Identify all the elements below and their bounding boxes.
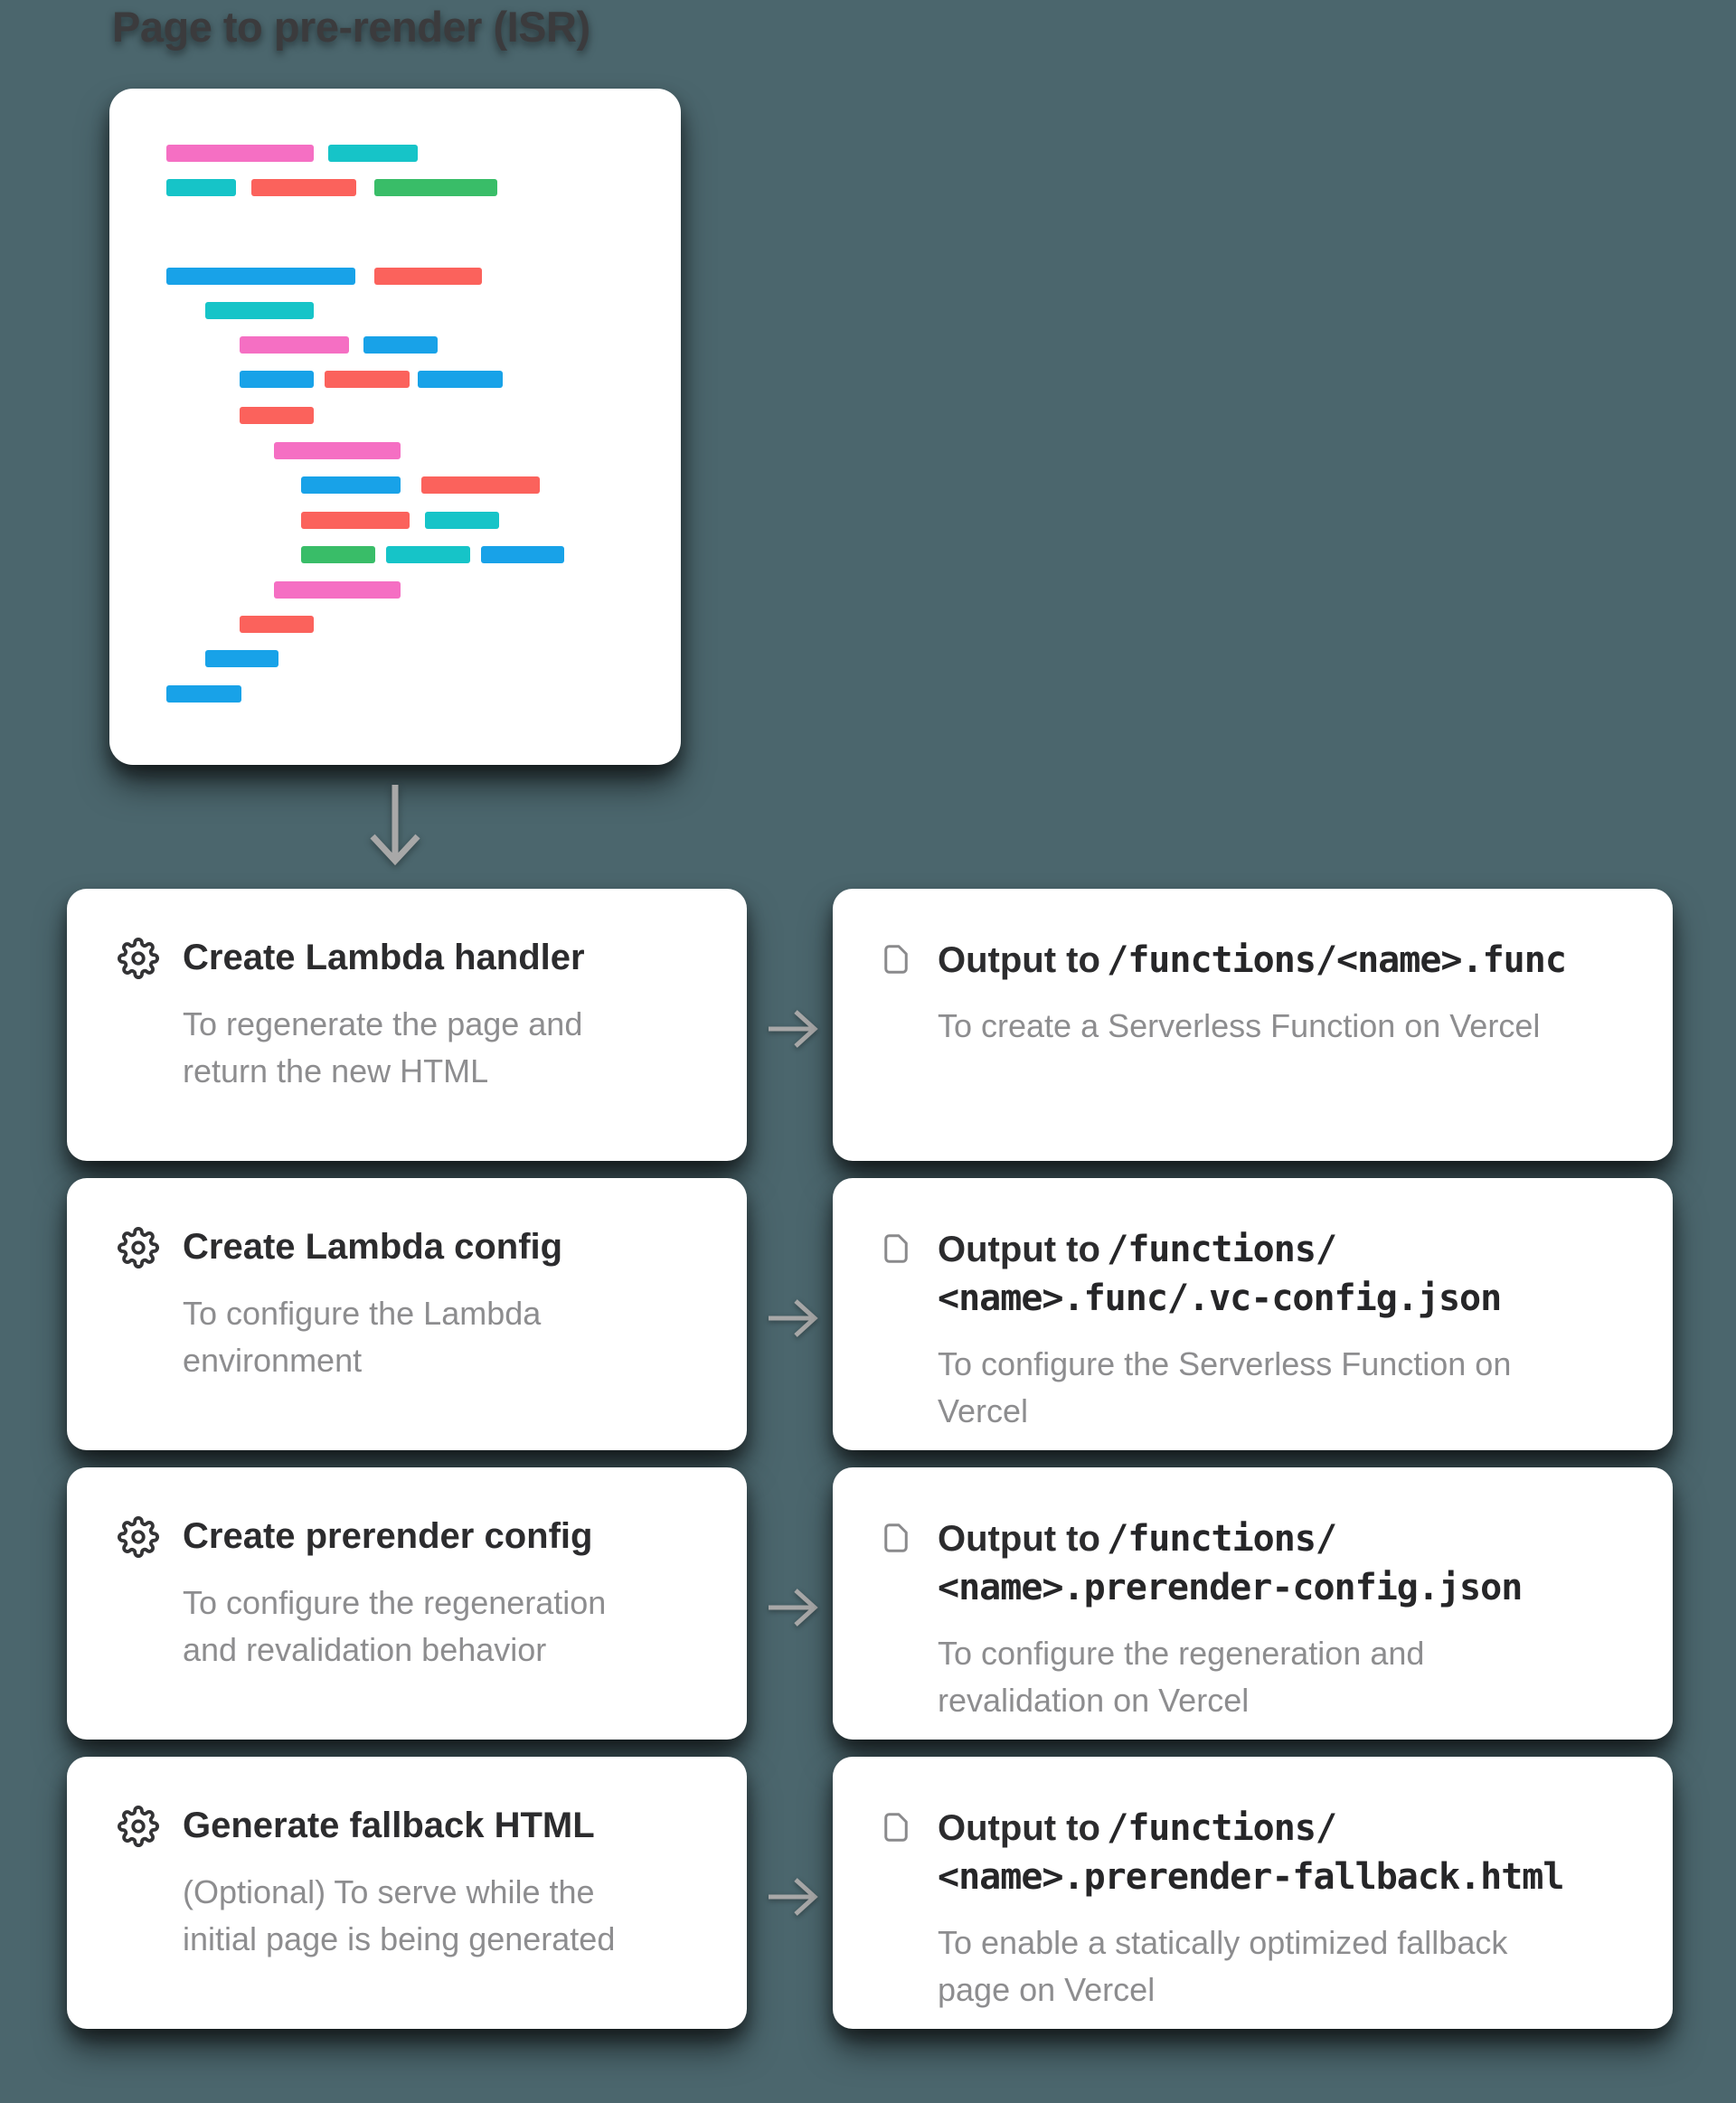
- step-description: To regenerate the page and return the ne…: [183, 1001, 585, 1095]
- code-bar: [166, 179, 236, 196]
- step-description-line: initial page is being generated: [183, 1920, 616, 1957]
- code-bar: [251, 179, 356, 196]
- code-bar: [301, 476, 401, 494]
- step-description-line: To regenerate the page and: [183, 1005, 583, 1042]
- output-card-vc-config: Output to/functions/ <name>.func/.vc-conf…: [833, 1178, 1673, 1450]
- file-icon: [880, 943, 912, 976]
- output-title: Output to/functions/<name>.func: [938, 936, 1567, 985]
- step-card-create-prerender-config: Create prerender config To configure the…: [67, 1467, 747, 1740]
- output-title: Output to/functions/ <name>.func/.vc-conf…: [938, 1225, 1511, 1323]
- step-description-line: and revalidation behavior: [183, 1631, 547, 1668]
- output-description: To configure the Serverless Function on …: [938, 1341, 1511, 1435]
- output-path: /functions/: [1107, 1229, 1337, 1270]
- output-path: <name>.prerender-fallback.html: [938, 1856, 1564, 1898]
- code-bar: [240, 407, 314, 424]
- code-bar: [325, 371, 410, 388]
- file-icon: [880, 1232, 912, 1265]
- step-description: To configure the Lambda environment: [183, 1290, 562, 1384]
- code-lines: [109, 89, 681, 765]
- code-card: [109, 89, 681, 765]
- step-card-generate-fallback-html: Generate fallback HTML (Optional) To ser…: [67, 1757, 747, 2029]
- output-description-line: To configure the regeneration and: [938, 1635, 1425, 1672]
- step-card-create-lambda-config: Create Lambda config To configure the La…: [67, 1178, 747, 1450]
- output-description-line: revalidation on Vercel: [938, 1682, 1250, 1719]
- output-description: To configure the regeneration and revali…: [938, 1630, 1522, 1724]
- code-bar: [301, 512, 410, 529]
- code-bar: [240, 371, 314, 388]
- output-card-prerender-fallback: Output to/functions/ <name>.prerender-fal…: [833, 1757, 1673, 2029]
- output-description-line: To enable a statically optimized fallbac…: [938, 1924, 1508, 1961]
- right-arrow-icon: [767, 1298, 823, 1338]
- step-description: To configure the regeneration and revali…: [183, 1580, 606, 1674]
- output-path: /functions/: [1107, 1518, 1337, 1560]
- output-description-line: To configure the Serverless Function on: [938, 1345, 1512, 1382]
- gear-icon: [118, 938, 159, 979]
- output-title: Output to/functions/ <name>.prerender-con…: [938, 1514, 1523, 1612]
- gear-icon: [118, 1227, 159, 1268]
- down-arrow-icon: [365, 781, 425, 868]
- step-description-line: To configure the Lambda: [183, 1295, 542, 1332]
- code-bar: [274, 442, 401, 459]
- code-bar: [363, 336, 438, 354]
- right-arrow-icon: [767, 1009, 823, 1049]
- code-bar: [425, 512, 499, 529]
- output-card-func: Output to/functions/<name>.func To creat…: [833, 889, 1673, 1161]
- code-bar: [374, 179, 497, 196]
- step-description-line: To configure the regeneration: [183, 1584, 607, 1621]
- code-bar: [205, 650, 278, 667]
- output-description: To create a Serverless Function on Verce…: [938, 1003, 1566, 1050]
- code-bar: [166, 145, 314, 162]
- output-description-line: page on Vercel: [938, 1971, 1156, 2008]
- gear-icon: [118, 1516, 159, 1558]
- file-icon: [880, 1522, 912, 1554]
- code-bar: [481, 546, 564, 563]
- gear-icon: [118, 1806, 159, 1847]
- step-card-create-lambda-handler: Create Lambda handler To regenerate the …: [67, 889, 747, 1161]
- file-icon: [880, 1811, 912, 1844]
- output-title-prefix: Output to: [938, 940, 1100, 980]
- output-path: <name>.func/.vc-config.json: [938, 1278, 1502, 1319]
- right-arrow-icon: [767, 1588, 823, 1627]
- code-bar: [240, 336, 349, 354]
- step-title: Create Lambda config: [183, 1227, 563, 1267]
- code-bar: [166, 268, 355, 285]
- output-path: /functions/<name>.func: [1107, 939, 1567, 981]
- step-title: Create Lambda handler: [183, 938, 585, 977]
- code-bar: [421, 476, 540, 494]
- output-title-prefix: Output to: [938, 1519, 1100, 1559]
- step-description-line: return the new HTML: [183, 1052, 489, 1089]
- code-bar: [205, 302, 314, 319]
- output-description-line: To create a Serverless Function on Verce…: [938, 1007, 1541, 1044]
- step-description: (Optional) To serve while the initial pa…: [183, 1869, 615, 1963]
- output-path: /functions/: [1107, 1807, 1337, 1849]
- right-arrow-icon: [767, 1877, 823, 1917]
- code-bar: [240, 616, 314, 633]
- output-title-prefix: Output to: [938, 1230, 1100, 1269]
- output-card-prerender-config: Output to/functions/ <name>.prerender-con…: [833, 1467, 1673, 1740]
- step-title: Create prerender config: [183, 1516, 593, 1556]
- output-title: Output to/functions/ <name>.prerender-fal…: [938, 1804, 1564, 1901]
- code-bar: [328, 145, 418, 162]
- code-bar: [386, 546, 470, 563]
- code-bar: [301, 546, 375, 563]
- output-path: <name>.prerender-config.json: [938, 1567, 1523, 1608]
- output-description: To enable a statically optimized fallbac…: [938, 1919, 1563, 2013]
- code-bar: [166, 685, 241, 703]
- step-description-line: (Optional) To serve while the: [183, 1873, 595, 1910]
- code-bar: [374, 268, 482, 285]
- output-description-line: Vercel: [938, 1392, 1029, 1429]
- code-bar: [274, 581, 401, 599]
- step-title: Generate fallback HTML: [183, 1806, 595, 1845]
- output-title-prefix: Output to: [938, 1808, 1100, 1848]
- step-description-line: environment: [183, 1342, 363, 1379]
- page-title: Page to pre-render (ISR): [112, 3, 590, 51]
- code-bar: [418, 371, 503, 388]
